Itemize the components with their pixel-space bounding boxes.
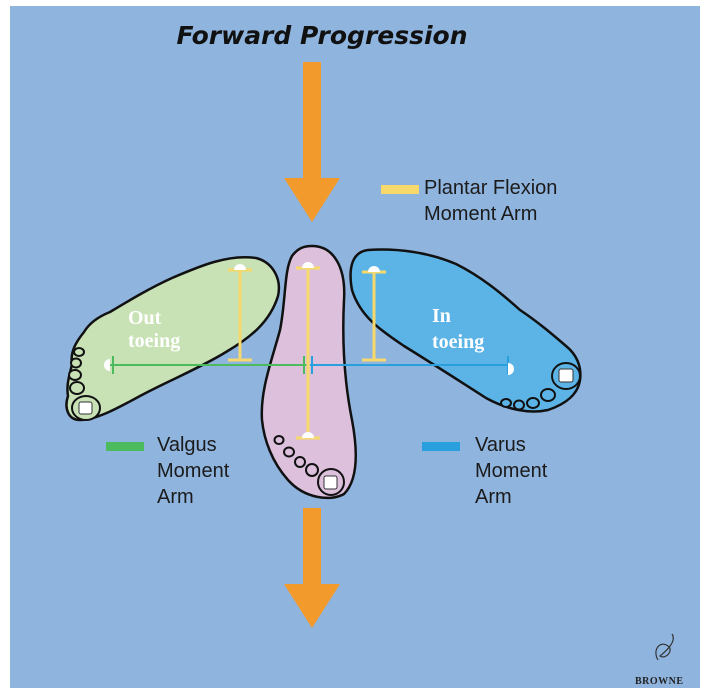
artist-signature: BROWNE: [635, 634, 684, 687]
out-toeing-label-line1: Out: [128, 307, 162, 329]
legend-plantar-line1: Plantar Flexion: [424, 177, 557, 199]
forward-arrow-bottom: [284, 508, 340, 628]
legend-valgus: Valgus Moment Arm: [106, 434, 230, 508]
forward-arrow-top: [284, 62, 340, 222]
out-toeing-foot: Out toeing: [67, 257, 279, 420]
legend-swatch-plantar: [381, 185, 419, 194]
legend-valgus-line2: Moment: [157, 460, 230, 482]
legend-valgus-line3: Arm: [157, 486, 194, 508]
in-toeing-label-line1: In: [432, 305, 451, 327]
legend-swatch-varus: [422, 442, 460, 451]
legend-varus-line3: Arm: [475, 486, 512, 508]
legend-swatch-valgus: [106, 442, 144, 451]
legend-varus-line2: Moment: [475, 460, 548, 482]
in-toeing-foot: In toeing: [351, 250, 581, 412]
legend-varus-line1: Varus: [475, 434, 526, 456]
signature-text: BROWNE: [635, 676, 684, 687]
legend-varus: Varus Moment Arm: [422, 434, 548, 508]
legend-valgus-line1: Valgus: [157, 434, 217, 456]
in-toeing-label-line2: toeing: [432, 331, 484, 353]
legend-plantar-line2: Moment Arm: [424, 203, 537, 225]
diagram-title: Forward Progression: [176, 21, 467, 50]
out-toeing-label-line2: toeing: [128, 330, 180, 352]
legend-plantar-flexion: Plantar Flexion Moment Arm: [381, 177, 557, 225]
